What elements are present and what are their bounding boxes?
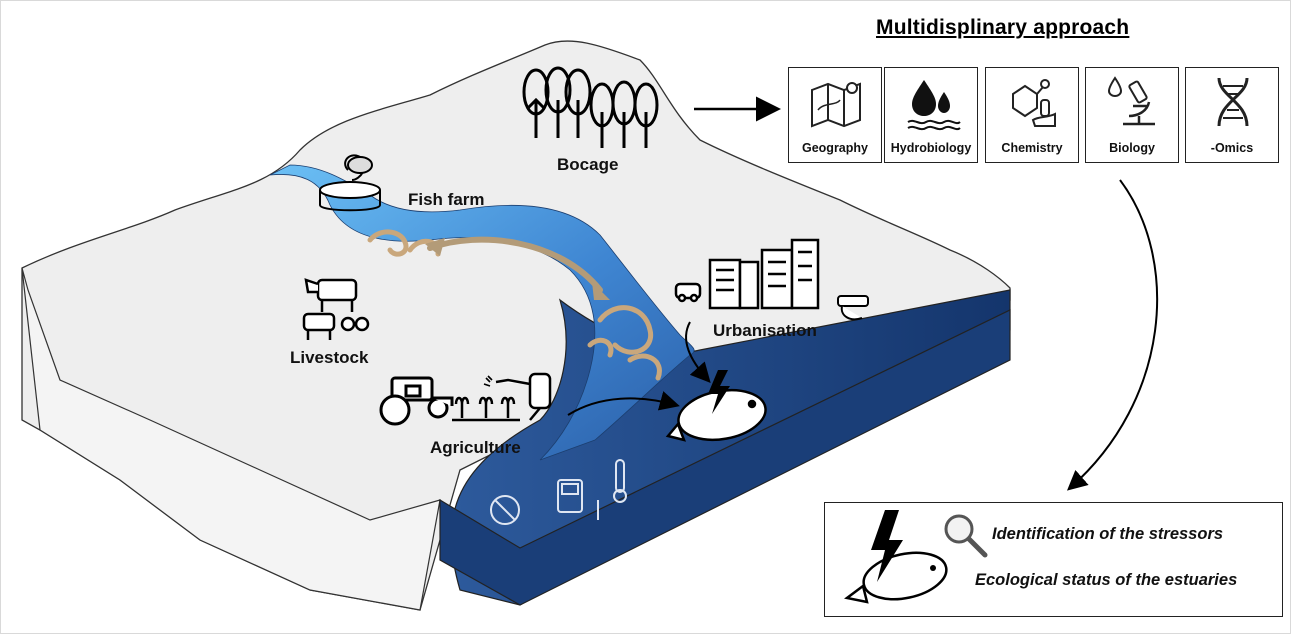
crops-icon (452, 396, 520, 422)
label-bocage: Bocage (557, 155, 619, 174)
land-surface (21, 40, 1011, 611)
label-livestock: Livestock (290, 348, 369, 367)
discipline-hydrobiology: Hydrobiology (884, 67, 978, 163)
discipline-omics: -Omics (1185, 67, 1279, 163)
result-identification: Identification of the stressors (992, 525, 1224, 543)
upstream-downstream-arrow (427, 236, 603, 293)
results-box: Identification of the stressors Ecologic… (824, 502, 1283, 617)
fish-farm-icon (319, 154, 381, 212)
label-fish-farm: Fish farm (408, 190, 485, 209)
city-buildings-icon (674, 238, 820, 310)
agriculture-to-estuary-arrow (567, 391, 680, 416)
arrowhead-up-icon (425, 238, 445, 256)
tractor-icon (379, 376, 454, 426)
pipe-outfall-icon (837, 295, 869, 321)
result-ecological-status: Ecological status of the estuaries (975, 571, 1238, 589)
discipline-label: -Omics (1210, 141, 1254, 155)
magnifier-icon (944, 514, 988, 558)
molecule-icon (1012, 79, 1056, 127)
approach-to-results-arrow (1066, 179, 1159, 491)
livestock-icon (302, 278, 370, 340)
water-drops-icon (907, 80, 961, 131)
discipline-label: Chemistry (1001, 141, 1063, 155)
discipline-chemistry: Chemistry (985, 67, 1079, 163)
discipline-geography: Geography (788, 67, 882, 163)
trees-icon (522, 66, 659, 148)
sprayer-icon (483, 372, 552, 421)
label-agriculture: Agriculture (430, 438, 521, 457)
flounder-stressor-icon (844, 510, 948, 604)
discipline-label: Geography (802, 141, 868, 155)
page-title: Multidisplinary approach (876, 16, 1130, 39)
estuary-water-front (439, 309, 1011, 606)
microscope-icon (1107, 76, 1155, 126)
dna-icon (1217, 77, 1249, 127)
map-icon (811, 82, 861, 128)
label-urbanisation: Urbanisation (713, 321, 817, 340)
discipline-biology: Biology (1085, 67, 1179, 163)
discipline-label: Biology (1109, 141, 1155, 155)
urbanisation-to-estuary-arrow (685, 321, 711, 383)
arrowhead-down-icon (592, 282, 610, 300)
instruments-icon (490, 459, 627, 525)
lightning-stressor-icon (708, 370, 730, 414)
discipline-label: Hydrobiology (890, 141, 972, 155)
